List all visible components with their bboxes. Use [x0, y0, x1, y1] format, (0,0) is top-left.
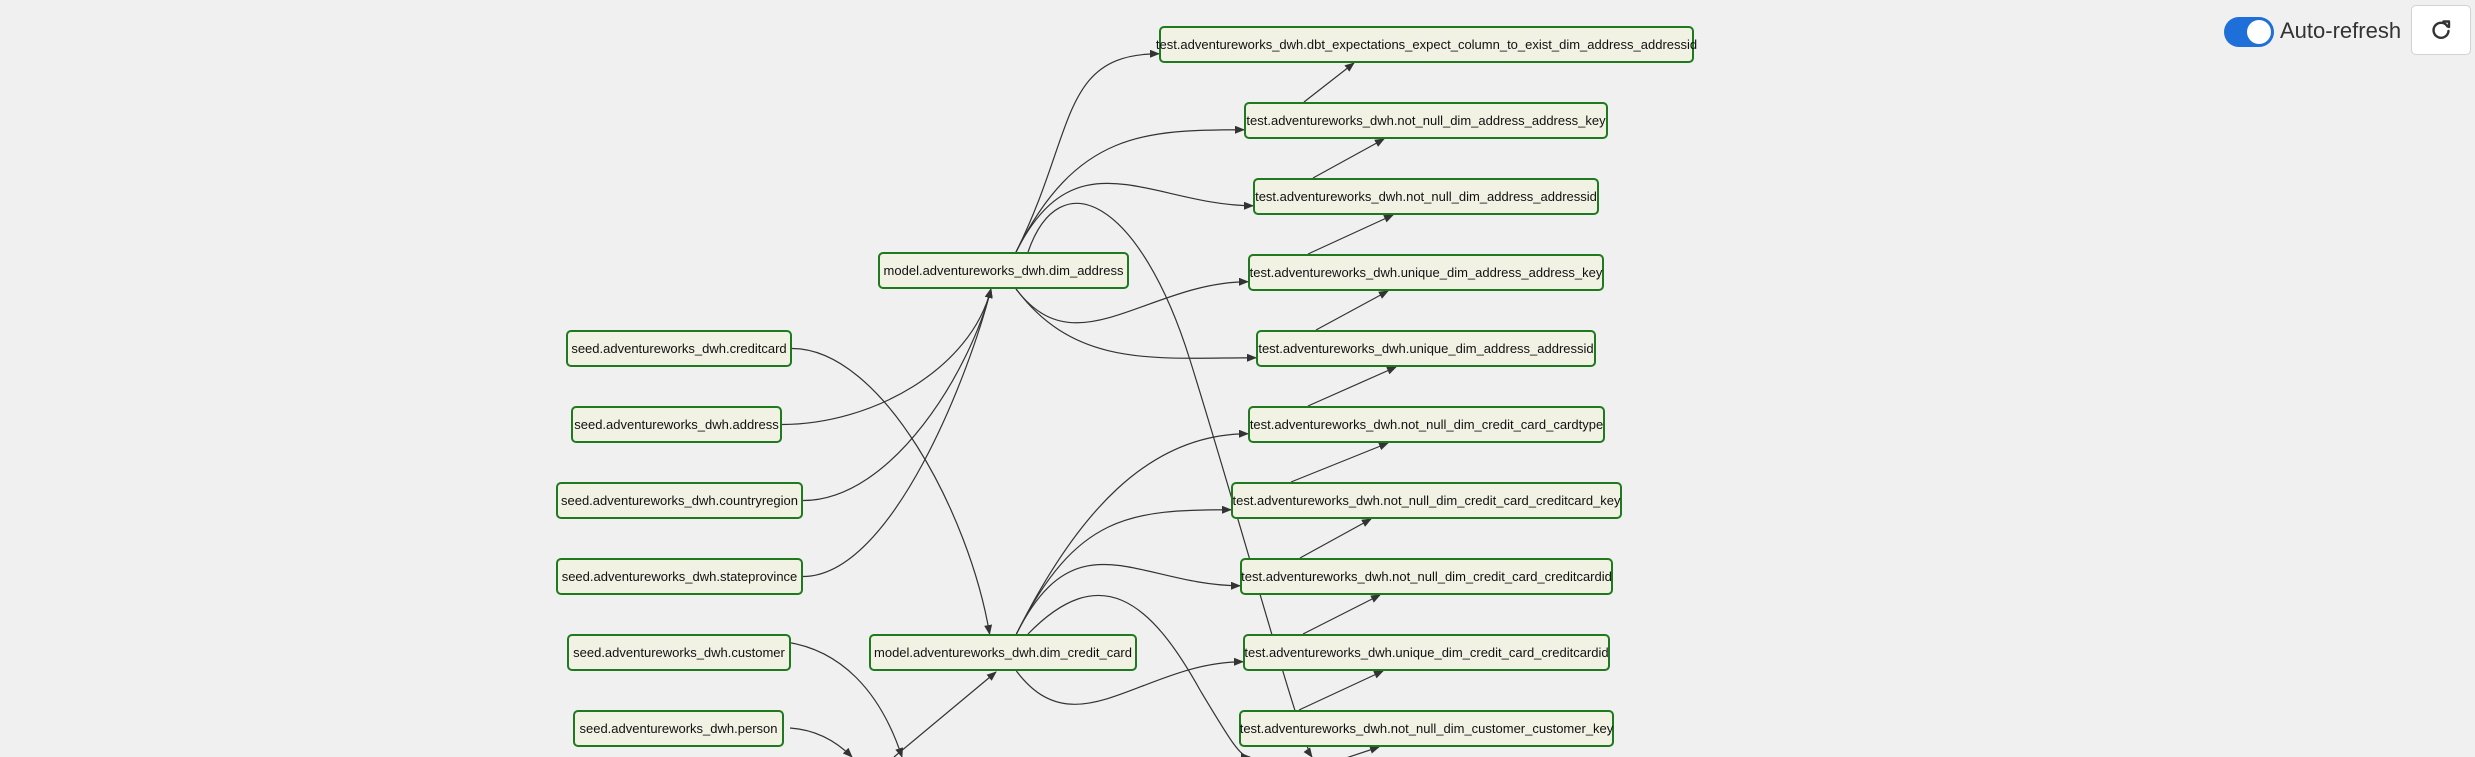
graph-edge — [1015, 277, 1249, 324]
refresh-button[interactable] — [2411, 5, 2471, 55]
graph-edge — [1299, 518, 1372, 559]
graph-node-seed-countryregion[interactable]: seed.adventureworks_dwh.countryregion — [556, 482, 803, 519]
graph-edge — [1015, 182, 1254, 253]
graph-edge — [893, 671, 997, 757]
graph-node-test-nn-cc-id[interactable]: test.adventureworks_dwh.not_null_dim_cre… — [1240, 558, 1613, 595]
graph-node-test-expect-col[interactable]: test.adventureworks_dwh.dbt_expectations… — [1156, 26, 1697, 63]
graph-node-test-uq-addr-key[interactable]: test.adventureworks_dwh.unique_dim_addre… — [1248, 254, 1604, 291]
graph-edge — [1015, 563, 1241, 635]
graph-edge — [1015, 125, 1245, 253]
graph-node-model-dim-address[interactable]: model.adventureworks_dwh.dim_address — [878, 252, 1129, 289]
graph-node-seed-address[interactable]: seed.adventureworks_dwh.address — [571, 406, 782, 443]
graph-node-test-nn-addrid[interactable]: test.adventureworks_dwh.not_null_dim_add… — [1253, 178, 1599, 215]
graph-edge — [1307, 214, 1394, 255]
graph-edge — [789, 727, 853, 757]
graph-edge — [1290, 442, 1389, 483]
graph-edge — [791, 347, 993, 635]
graph-node-seed-customer[interactable]: seed.adventureworks_dwh.customer — [567, 634, 791, 671]
graph-edge — [1307, 366, 1397, 407]
graph-node-test-nn-cc-key[interactable]: test.adventureworks_dwh.not_null_dim_cre… — [1231, 482, 1622, 519]
graph-node-model-dim-credit-card[interactable]: model.adventureworks_dwh.dim_credit_card — [869, 634, 1137, 671]
graph-edge — [1015, 505, 1232, 635]
graph-edge — [1302, 594, 1381, 635]
graph-node-seed-stateprovince[interactable]: seed.adventureworks_dwh.stateprovince — [556, 558, 803, 595]
graph-edge — [1312, 138, 1385, 179]
graph-edge — [1027, 594, 1251, 757]
graph-node-seed-person[interactable]: seed.adventureworks_dwh.person — [573, 710, 784, 747]
graph-edge — [1315, 290, 1389, 331]
graph-edge — [1303, 62, 1355, 103]
graph-edge — [1298, 670, 1384, 711]
graph-node-test-uq-cc-id[interactable]: test.adventureworks_dwh.unique_dim_credi… — [1243, 634, 1610, 671]
auto-refresh-label: Auto-refresh — [2280, 18, 2402, 43]
graph-edge — [802, 288, 993, 578]
graph-node-test-nn-cc-cardtype[interactable]: test.adventureworks_dwh.not_null_dim_cre… — [1248, 406, 1605, 443]
graph-edge — [1015, 49, 1160, 253]
graph-edge — [1015, 288, 1257, 362]
graph-node-seed-creditcard[interactable]: seed.adventureworks_dwh.creditcard — [566, 330, 792, 367]
graph-edge — [781, 288, 993, 426]
graph-edge — [1015, 657, 1244, 705]
graph-edge — [1347, 746, 1380, 757]
graph-edge — [1015, 429, 1249, 635]
toggle-knob — [2247, 20, 2271, 44]
graph-edge — [802, 288, 993, 502]
graph-edge — [1027, 202, 1313, 757]
graph-node-test-uq-addrid[interactable]: test.adventureworks_dwh.unique_dim_addre… — [1256, 330, 1596, 367]
graph-node-test-nn-addr-key[interactable]: test.adventureworks_dwh.not_null_dim_add… — [1244, 102, 1608, 139]
auto-refresh-toggle[interactable] — [2224, 17, 2274, 47]
graph-edge — [785, 641, 903, 757]
graph-node-test-nn-cust-key[interactable]: test.adventureworks_dwh.not_null_dim_cus… — [1239, 710, 1614, 747]
refresh-icon — [2432, 20, 2451, 39]
